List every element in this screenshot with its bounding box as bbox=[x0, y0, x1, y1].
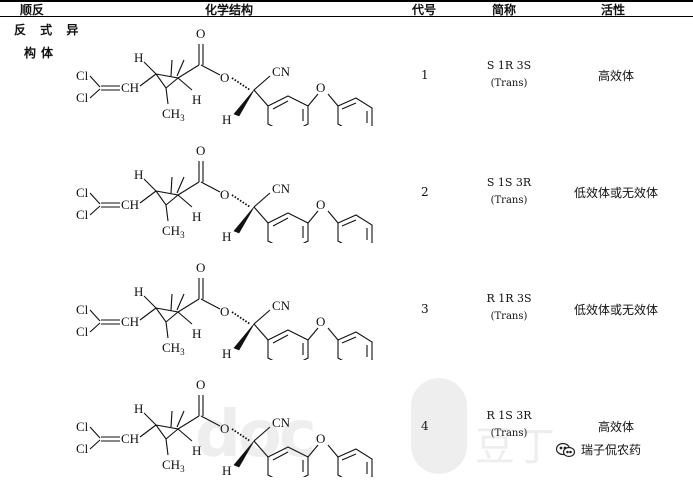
row-activity: 高效体 bbox=[597, 420, 634, 434]
carbonyl-oxygen-label: O bbox=[196, 377, 205, 392]
top-rule bbox=[0, 0, 693, 2]
carbonyl-oxygen-label: O bbox=[196, 260, 205, 275]
vinyl-ch-label: CH bbox=[121, 80, 139, 95]
molecule-row-2: Cl Cl CH H CH3 H O O CN H bbox=[74, 137, 374, 252]
alpha-hydrogen-label: H bbox=[222, 229, 231, 243]
molecule-structure: Cl Cl CH H CH3 H O O CN H bbox=[76, 143, 373, 252]
methyl-label: CH3 bbox=[162, 340, 185, 357]
ring-hydrogen-right: H bbox=[192, 326, 201, 341]
row-code: 4 bbox=[421, 419, 429, 433]
wechat-icon bbox=[556, 442, 576, 457]
row-activity: 高效体 bbox=[597, 69, 634, 83]
isomer-group-line-2: 构体 bbox=[24, 46, 59, 60]
row-code: 1 bbox=[421, 68, 429, 82]
ring-hydrogen-left: H bbox=[134, 401, 143, 416]
ether-oxygen-label: O bbox=[316, 431, 325, 446]
ring-hydrogen-left: H bbox=[134, 284, 143, 299]
isomer-group-line-1: 反 式 异 bbox=[14, 23, 84, 37]
chlorine-label-lower: Cl bbox=[76, 324, 89, 339]
nitrile-label: CN bbox=[272, 181, 291, 196]
vinyl-ch-label: CH bbox=[121, 431, 139, 446]
methyl-label: CH3 bbox=[162, 457, 185, 474]
row-abbreviation: R 1S 3R(Trans) bbox=[486, 409, 532, 439]
chlorine-label-lower: Cl bbox=[76, 441, 89, 456]
ether-oxygen-label: O bbox=[316, 314, 325, 329]
molecule-structure: Cl Cl CH H CH3 H O O CN H bbox=[76, 26, 373, 135]
molecule-structure: Cl Cl CH H CH3 H O O CN H bbox=[76, 260, 373, 369]
ether-oxygen-label: O bbox=[316, 80, 325, 95]
badge-name: 瑞子侃农药 bbox=[581, 443, 642, 457]
nitrile-label: CN bbox=[272, 64, 291, 79]
ring-hydrogen-right: H bbox=[192, 92, 201, 107]
alpha-hydrogen-label: H bbox=[222, 346, 231, 360]
row-code: 3 bbox=[421, 302, 429, 316]
chlorine-label-upper: Cl bbox=[76, 302, 89, 317]
ring-hydrogen-left: H bbox=[134, 50, 143, 65]
row-abbreviation: R 1R 3S(Trans) bbox=[486, 292, 532, 322]
vinyl-ch-label: CH bbox=[121, 197, 139, 212]
header-isomer: 顺反 bbox=[20, 3, 45, 17]
isomer-group-label: 反 式 异 构体 bbox=[14, 19, 83, 65]
row-activity: 低效体或无效体 bbox=[573, 186, 658, 200]
row-abbreviation: S 1S 3R(Trans) bbox=[486, 176, 532, 206]
vinyl-ch-label: CH bbox=[121, 314, 139, 329]
methyl-label: CH3 bbox=[162, 106, 185, 123]
header-rule bbox=[0, 16, 693, 17]
row-code: 2 bbox=[421, 185, 429, 199]
molecule-row-4: Cl Cl CH H CH3 H O O CN H bbox=[74, 371, 374, 482]
header-code: 代号 bbox=[412, 3, 437, 17]
chlorine-label-lower: Cl bbox=[76, 207, 89, 222]
ether-oxygen-label: O bbox=[316, 197, 325, 212]
ring-hydrogen-right: H bbox=[192, 443, 201, 458]
molecule-row-1: Cl Cl CH H CH3 H O O CN H bbox=[74, 20, 374, 135]
header-abbreviation: 简称 bbox=[492, 3, 517, 17]
chlorine-label-upper: Cl bbox=[76, 185, 89, 200]
chlorine-label-upper: Cl bbox=[76, 68, 89, 83]
ester-oxygen-label: O bbox=[220, 421, 229, 436]
ester-oxygen-label: O bbox=[220, 187, 229, 202]
ring-hydrogen-left: H bbox=[134, 167, 143, 182]
chlorine-label-lower: Cl bbox=[76, 90, 89, 105]
alpha-hydrogen-label: H bbox=[222, 463, 231, 477]
chlorine-label-upper: Cl bbox=[76, 419, 89, 434]
header-activity: 活性 bbox=[601, 3, 626, 17]
header-structure: 化学结构 bbox=[205, 3, 254, 17]
alpha-hydrogen-label: H bbox=[222, 112, 231, 126]
molecule-structure: Cl Cl CH H CH3 H O O CN H bbox=[76, 377, 373, 482]
nitrile-label: CN bbox=[272, 298, 291, 313]
watermark-logo-icon bbox=[411, 378, 467, 474]
ester-oxygen-label: O bbox=[220, 70, 229, 85]
carbonyl-oxygen-label: O bbox=[196, 26, 205, 41]
row-abbreviation: S 1R 3S(Trans) bbox=[486, 59, 532, 89]
molecule-row-3: Cl Cl CH H CH3 H O O CN H bbox=[74, 254, 374, 369]
ester-oxygen-label: O bbox=[220, 304, 229, 319]
row-activity: 低效体或无效体 bbox=[573, 303, 658, 317]
ring-hydrogen-right: H bbox=[192, 209, 201, 224]
carbonyl-oxygen-label: O bbox=[196, 143, 205, 158]
wechat-badge: 瑞子侃农药 bbox=[556, 441, 641, 458]
nitrile-label: CN bbox=[272, 415, 291, 430]
methyl-label: CH3 bbox=[162, 223, 185, 240]
